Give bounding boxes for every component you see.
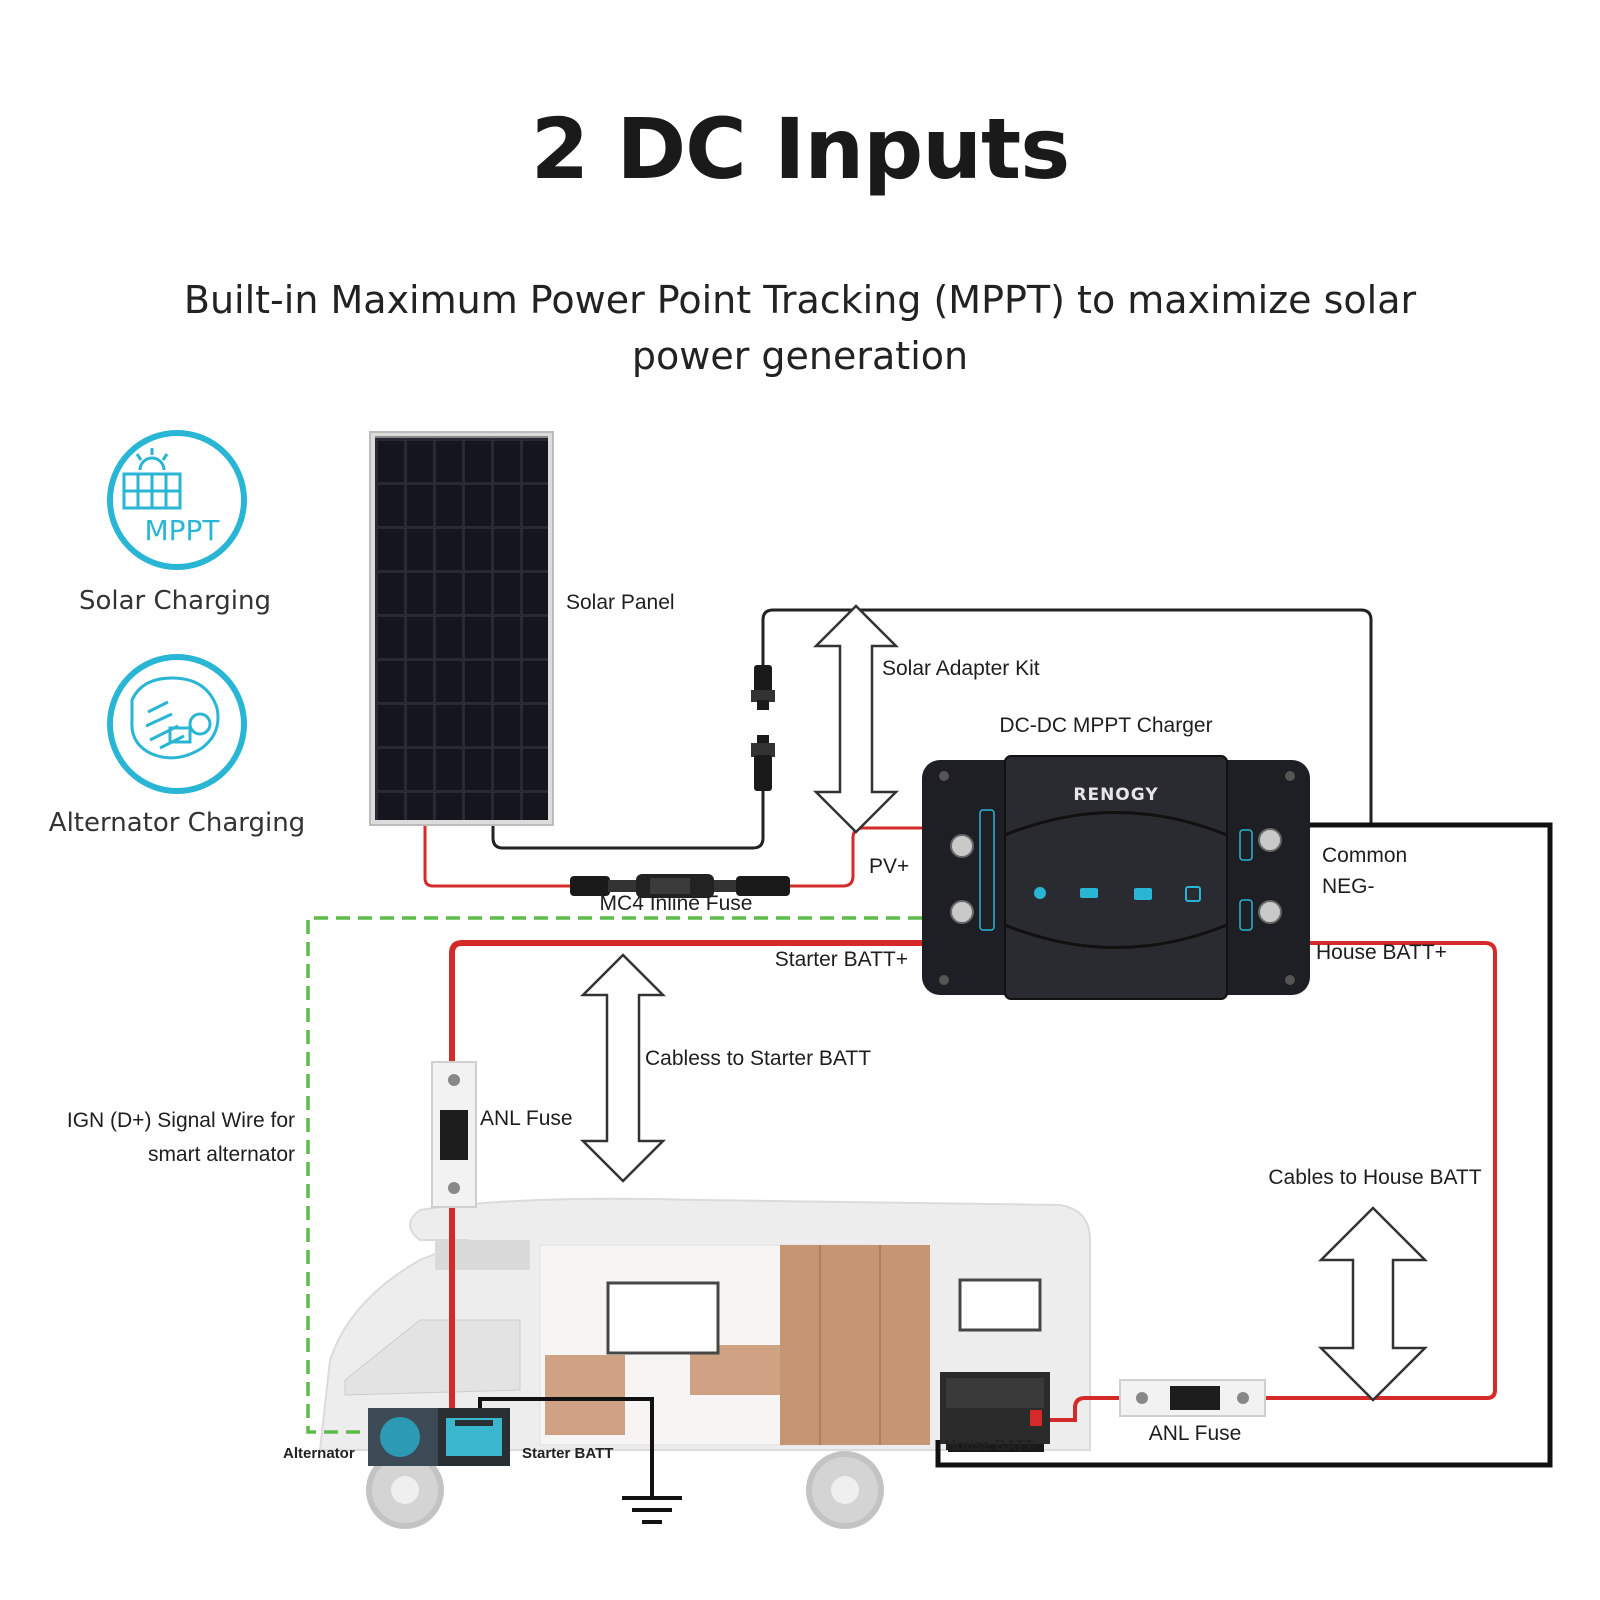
alternator — [368, 1408, 438, 1466]
alternator-label: Alternator — [283, 1445, 355, 1462]
house-batt-plus-label: House BATT+ — [1316, 941, 1447, 964]
starter-batt-plus-label: Starter BATT+ — [775, 948, 908, 971]
solar-adapter-arrow — [816, 606, 896, 832]
battery-status-icon — [1134, 888, 1152, 900]
starter-batt-label: Starter BATT — [522, 1445, 613, 1462]
solar-panel — [370, 432, 553, 825]
neg-label: NEG- — [1322, 875, 1375, 898]
cables-starter-label: Cabless to Starter BATT — [645, 1047, 871, 1070]
common-label: Common — [1322, 844, 1407, 867]
ign-wire-label-line2: smart alternator — [148, 1143, 295, 1166]
alternator-charging-label: Alternator Charging — [49, 808, 305, 838]
solar-charging-feature: MPPT Solar Charging — [79, 433, 271, 616]
alternator-charging-feature: Alternator Charging — [49, 657, 305, 838]
house-cables-arrow — [1321, 1208, 1425, 1400]
anl-fuse-left — [432, 1062, 476, 1207]
terminal-neg — [1259, 829, 1281, 851]
solar-panel-label: Solar Panel — [566, 591, 675, 614]
anl-fuse-left-label: ANL Fuse — [480, 1107, 573, 1130]
starter-battery — [438, 1408, 510, 1466]
ground-symbol — [622, 1498, 682, 1522]
dcdc-charger-label: DC-DC MPPT Charger — [999, 714, 1212, 737]
terminal-house — [1259, 901, 1281, 923]
pv-plus-label: PV+ — [869, 855, 909, 878]
mc4-connector-top — [751, 665, 775, 710]
alternator-glyph — [132, 678, 218, 758]
solar-charging-label: Solar Charging — [79, 586, 271, 616]
pv-status-icon — [1034, 887, 1046, 899]
solar-adapter-kit-label: Solar Adapter Kit — [882, 657, 1040, 680]
charger-brand-logo: RENOGY — [1073, 785, 1158, 805]
mppt-icon-text: MPPT — [144, 514, 220, 547]
mc4-fuse-label: MC4 Inline Fuse — [600, 892, 753, 915]
alternator-status-icon — [1080, 888, 1098, 898]
mc4-connector-bottom — [751, 735, 775, 791]
terminal-starter — [951, 901, 973, 923]
ign-wire-label-line1: IGN (D+) Signal Wire for — [67, 1109, 295, 1132]
terminal-pv — [951, 835, 973, 857]
house-batt-label: House BATT — [945, 1437, 1034, 1454]
cables-house-label: Cables to House BATT — [1268, 1166, 1481, 1189]
rv-illustration — [320, 1199, 1090, 1526]
anl-fuse-right — [1120, 1380, 1265, 1416]
dcdc-mppt-charger: RENOGY — [922, 756, 1310, 999]
anl-fuse-right-label: ANL Fuse — [1149, 1422, 1242, 1445]
solar-array-glyph — [124, 448, 180, 508]
